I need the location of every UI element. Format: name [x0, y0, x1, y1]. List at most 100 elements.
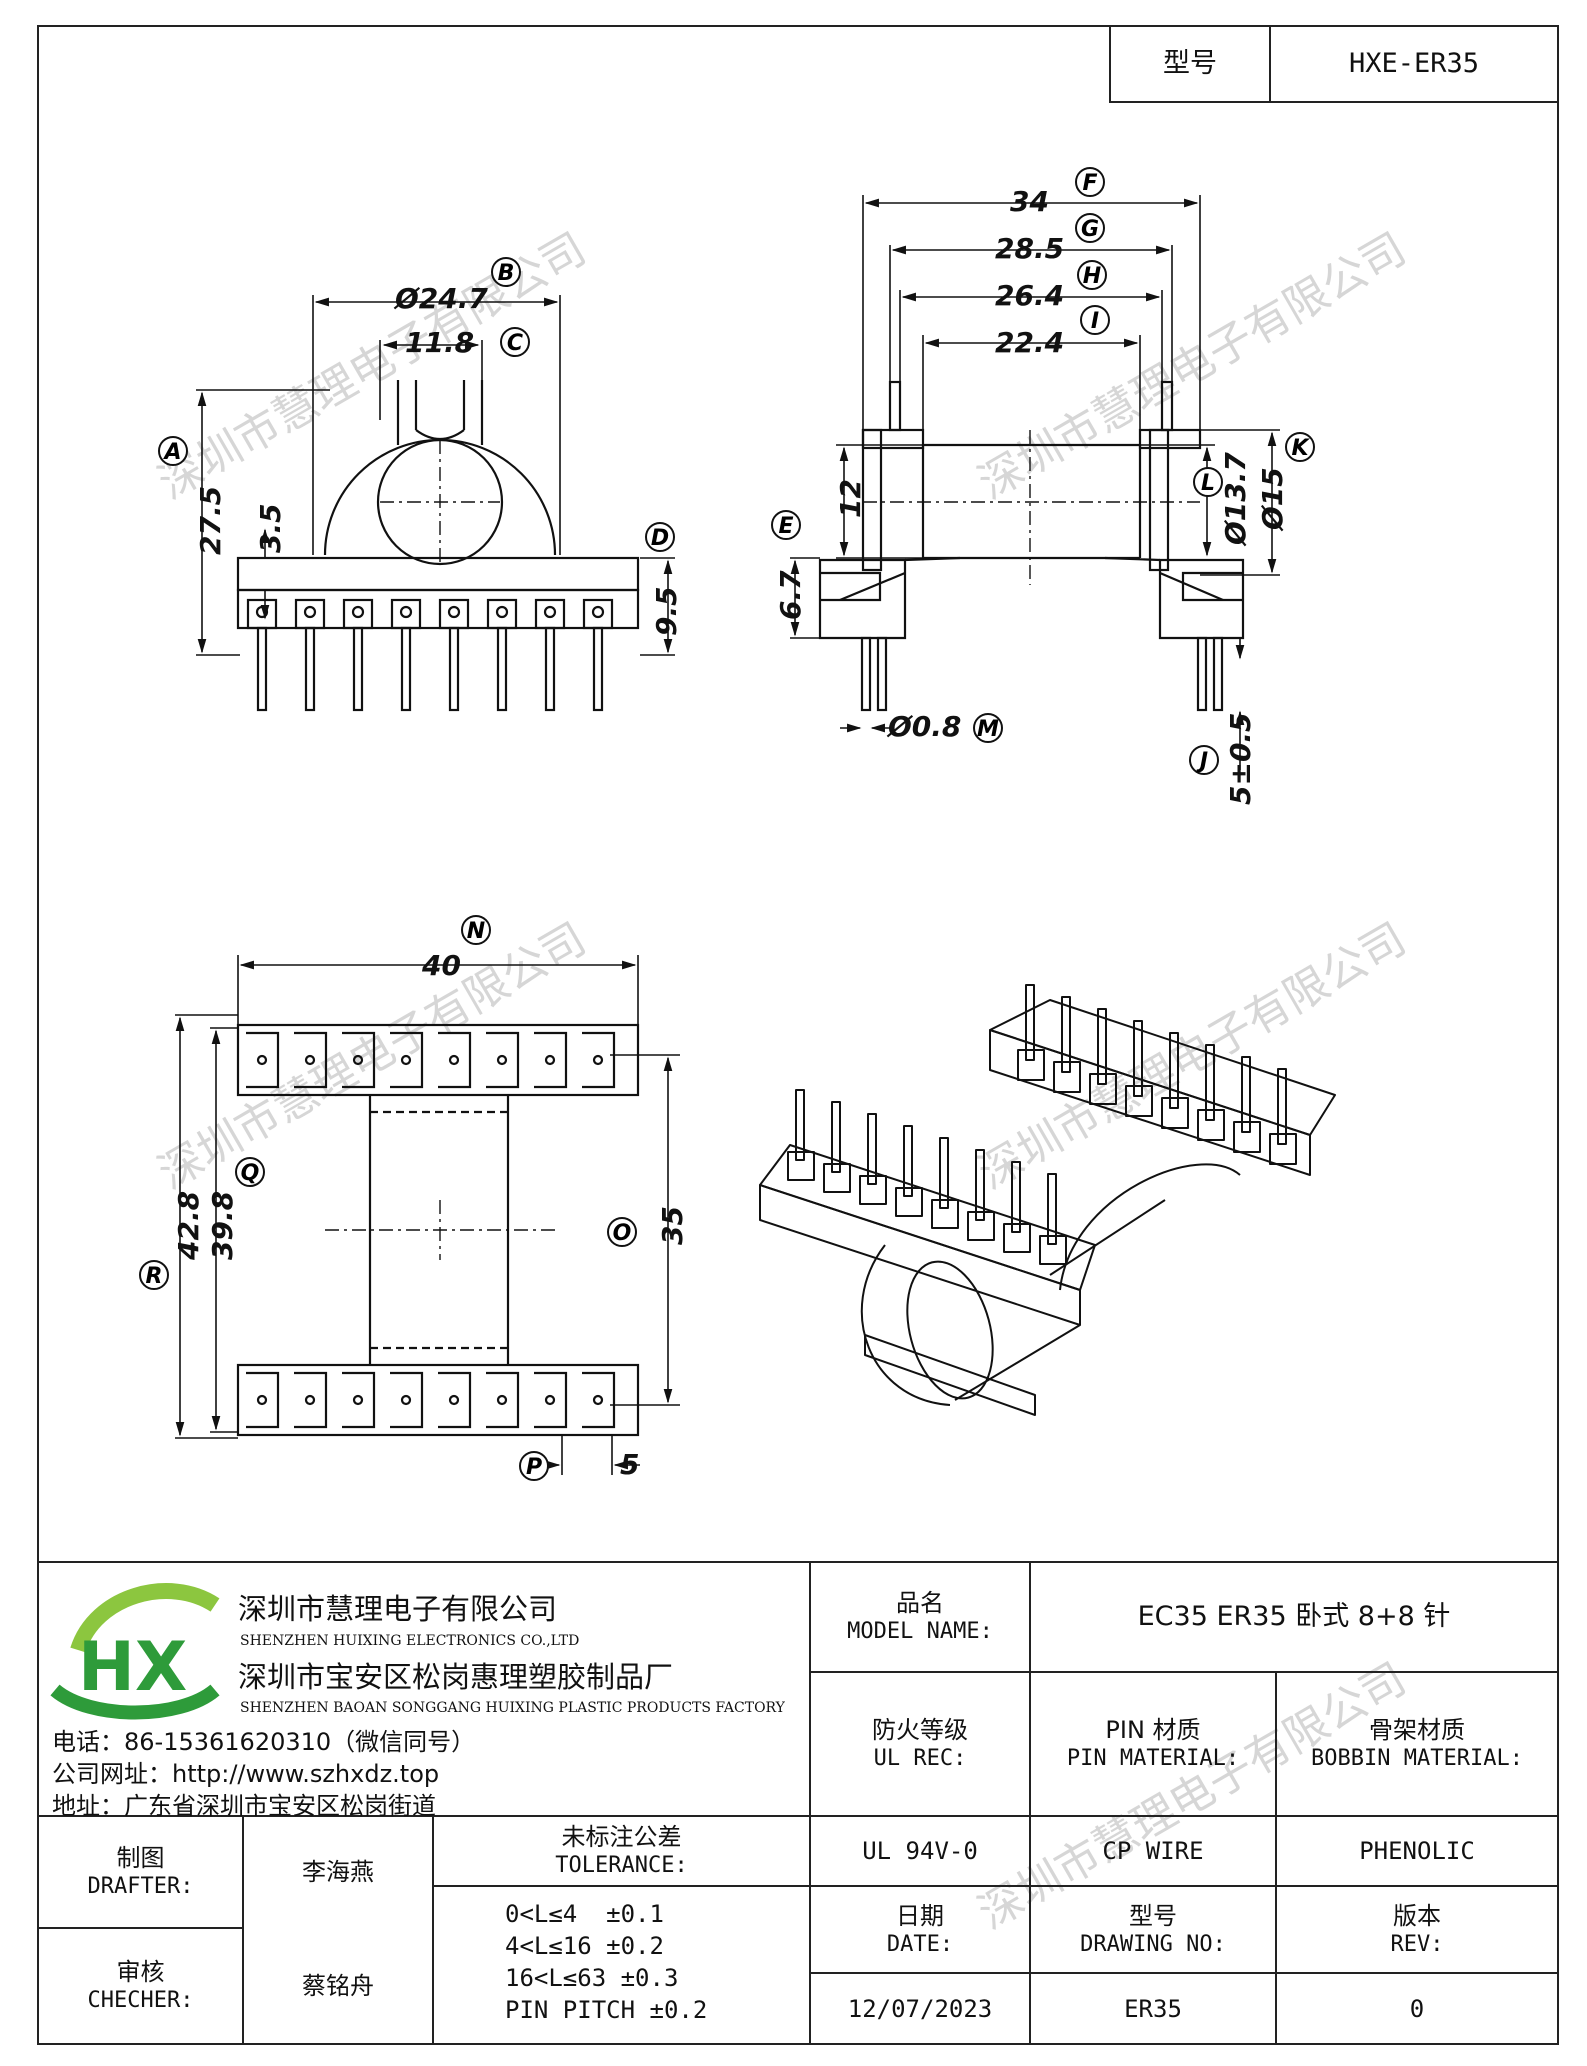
- front-pin-hole: [303, 605, 317, 619]
- pin-material-cn: PIN 材质: [1105, 1716, 1201, 1745]
- svg-text:L: L: [1201, 471, 1215, 496]
- rev-en: REV:: [1390, 1931, 1444, 1957]
- isometric-view: [759, 984, 1336, 1416]
- svg-text:F: F: [1082, 171, 1097, 196]
- front-pin: [304, 626, 316, 712]
- front-pin-slot: [486, 598, 518, 630]
- front-pin-slot: [390, 598, 422, 630]
- dim-d-text: 9.5: [650, 586, 683, 636]
- company-logo: HX: [50, 1583, 220, 1720]
- side-view: [818, 380, 1245, 712]
- dim-g-text: 28.5: [995, 232, 1064, 265]
- front-pin: [352, 626, 364, 712]
- svg-text:H: H: [1083, 264, 1101, 289]
- svg-text:B: B: [498, 261, 515, 286]
- svg-text:M: M: [977, 717, 999, 742]
- marker-q: Q: [235, 1157, 265, 1187]
- svg-text:D: D: [651, 526, 669, 551]
- svg-text:G: G: [1081, 217, 1099, 242]
- tolerance-cn: 未标注公差: [561, 1823, 682, 1852]
- marker-r: R: [139, 1260, 169, 1290]
- iso-rear-pin-post: [1089, 1073, 1117, 1105]
- front-pin: [544, 626, 556, 712]
- front-pin: [256, 626, 268, 712]
- iso-rear-pin-post: [1269, 1133, 1297, 1165]
- factory-name: 深圳市宝安区松岗惠理塑胶制品厂: [238, 1660, 674, 1694]
- front-view: [236, 380, 640, 712]
- bottom-pin-slot: [534, 1371, 568, 1429]
- svg-text:P: P: [526, 1455, 542, 1480]
- dim-p-text: 5: [620, 1448, 639, 1481]
- bobbin-value: PHENOLIC: [1359, 1837, 1475, 1865]
- iso-front-pin-post: [1003, 1223, 1031, 1253]
- iso-rear-pin: [1169, 1032, 1179, 1109]
- dim-c-text: 11.8: [405, 326, 474, 359]
- checker-name: 蔡铭舟: [302, 1972, 374, 2000]
- company-address: 地址：广东省深圳市宝安区松岗街道: [52, 1792, 436, 1820]
- iso-front-pin: [1047, 1173, 1057, 1245]
- marker-h: H: [1077, 260, 1107, 290]
- iso-front-pin: [975, 1149, 985, 1221]
- marker-c: C: [500, 327, 530, 357]
- bottom-pin-slot: [486, 1371, 520, 1429]
- front-pin-slot: [246, 598, 278, 630]
- dim-h-text: 26.4: [995, 279, 1064, 312]
- ul-value: UL 94V-0: [862, 1837, 978, 1865]
- marker-i: I: [1080, 305, 1110, 335]
- iso-front-pin: [867, 1113, 877, 1185]
- iso-rear-pin: [1061, 996, 1071, 1073]
- bottom-pin-hole: [448, 1054, 460, 1066]
- bobbin-material-cn: 骨架材质: [1369, 1716, 1465, 1745]
- front-pin-slot: [342, 598, 374, 630]
- factory-name-en: SHENZHEN BAOAN SONGGANG HUIXING PLASTIC …: [240, 1700, 785, 1716]
- balloon-markers: B C A D F G H I K L E M J N Q R O P: [139, 167, 1315, 1481]
- iso-front-pin-post: [931, 1199, 959, 1229]
- bottom-pin-hole: [592, 1054, 604, 1066]
- checker-label: 审核 CHECHER:: [38, 1928, 243, 2044]
- svg-text:K: K: [1291, 436, 1310, 461]
- iso-front-pin: [1011, 1161, 1021, 1233]
- front-pin-hole: [447, 605, 461, 619]
- watermark-2: 深圳市慧理电子有限公司: [970, 223, 1415, 509]
- bottom-pin-slot: [246, 1031, 280, 1089]
- tolerance-en: TOLERANCE:: [555, 1853, 688, 1879]
- iso-front-pin-post: [967, 1211, 995, 1241]
- bottom-pin-hole: [352, 1054, 364, 1066]
- bottom-pin-hole: [256, 1054, 268, 1066]
- bottom-pin-hole: [496, 1054, 508, 1066]
- bottom-pin-hole: [496, 1394, 508, 1406]
- watermark-4: 深圳市慧理电子有限公司: [970, 913, 1415, 1199]
- marker-p: P: [519, 1451, 549, 1481]
- iso-rear-pin-post: [1053, 1061, 1081, 1093]
- pin-value: CP WIRE: [1102, 1837, 1204, 1865]
- front-pin-hole: [399, 605, 413, 619]
- marker-b: B: [491, 257, 521, 287]
- bottom-pin-hole: [400, 1054, 412, 1066]
- front-pin-slot: [534, 598, 566, 630]
- date-label: 日期 DATE:: [810, 1886, 1030, 1973]
- svg-text:HX: HX: [78, 1628, 187, 1707]
- tolerance-row-2: 4<L≤16 ±0.2: [505, 1932, 664, 1960]
- rev-label: 版本 REV:: [1276, 1886, 1558, 1973]
- bottom-pin-slot: [582, 1371, 616, 1429]
- dim-q-text: 39.8: [206, 1191, 239, 1260]
- bottom-pin-hole: [304, 1394, 316, 1406]
- ul-rec-label: 防火等级 UL REC:: [810, 1672, 1030, 1816]
- bottom-pin-slot: [294, 1031, 328, 1089]
- svg-text:R: R: [146, 1264, 163, 1289]
- iso-front-pin: [831, 1101, 841, 1173]
- tolerance-row-4: PIN PITCH ±0.2: [505, 1996, 708, 2024]
- date-cn: 日期: [896, 1901, 944, 1930]
- dim-k-text: Ø15: [1256, 467, 1289, 532]
- marker-e: E: [771, 510, 801, 540]
- dim-pin-dia-text: Ø0.8: [886, 710, 961, 743]
- iso-rear-pin-post: [1125, 1085, 1153, 1117]
- model-name-cn: 品名: [896, 1589, 944, 1618]
- svg-text:C: C: [507, 331, 523, 356]
- marker-n: N: [461, 915, 491, 945]
- bottom-pin-slot: [246, 1371, 280, 1429]
- drafter-label: 制图 DRAFTER:: [38, 1816, 243, 1928]
- tolerance-row-3: 16<L≤63 ±0.3: [505, 1964, 679, 1992]
- front-pin-hole: [495, 605, 509, 619]
